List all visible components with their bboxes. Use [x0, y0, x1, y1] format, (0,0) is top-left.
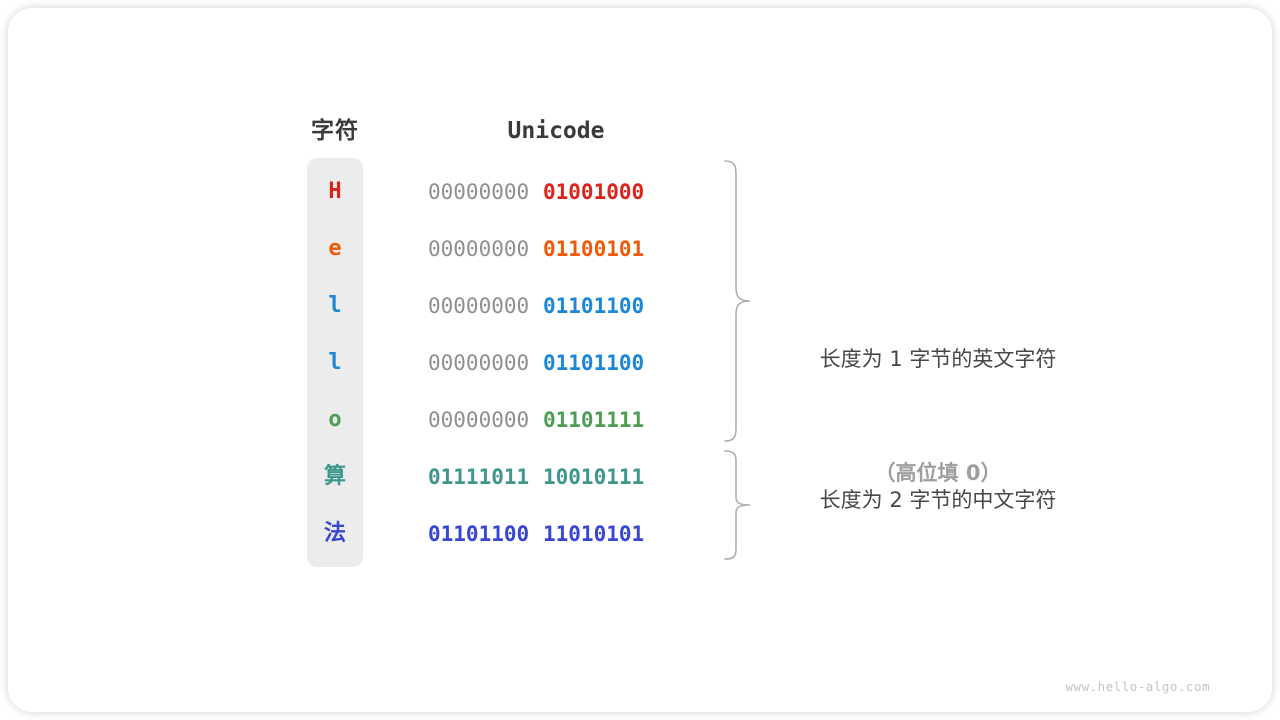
byte1-cell: 00000000: [428, 237, 530, 261]
byte1-cell: 00000000: [428, 180, 530, 204]
annotation-chinese: 长度为 2 字节的中文字符: [819, 488, 1057, 512]
byte2-cell: 01101111: [543, 408, 645, 432]
byte1-cell: 00000000: [428, 294, 530, 318]
table-row: l 00000000 01101100: [8, 291, 1272, 321]
table-row: 法 01101100 11010101: [8, 519, 1272, 549]
annotation-english: 长度为 1 字节的英文字符 （高位填 0）: [770, 264, 1106, 568]
table-row: l 00000000 01101100: [8, 348, 1272, 378]
brace-group-english: [724, 160, 751, 442]
table-row: o 00000000 01101111: [8, 405, 1272, 435]
char-column-background: [307, 158, 363, 567]
byte2-cell: 10010111: [543, 465, 645, 489]
char-cell: o: [328, 407, 342, 432]
byte2-cell: 01100101: [543, 237, 645, 261]
brace-group-chinese: [724, 450, 751, 560]
column-header-char: 字符: [311, 118, 359, 144]
table-row: H 00000000 01001000: [8, 177, 1272, 207]
char-cell: e: [328, 236, 342, 261]
byte2-cell: 01001000: [543, 180, 645, 204]
byte2-cell: 01101100: [543, 351, 645, 375]
byte2-cell: 01101100: [543, 294, 645, 318]
annotation-english-line1: 长度为 1 字节的英文字符: [819, 347, 1057, 371]
char-cell: l: [328, 350, 342, 375]
watermark: www.hello-algo.com: [1065, 679, 1210, 694]
byte1-cell: 01111011: [428, 465, 530, 489]
char-cell: 法: [323, 521, 346, 546]
column-header-unicode: Unicode: [507, 118, 605, 144]
annotation-english-line2: （高位填 0）: [874, 461, 1002, 485]
byte1-cell: 00000000: [428, 408, 530, 432]
byte1-cell: 00000000: [428, 351, 530, 375]
table-row: 算 01111011 10010111: [8, 462, 1272, 492]
char-cell: 算: [323, 464, 346, 489]
table-row: e 00000000 01100101: [8, 234, 1272, 264]
char-cell: l: [328, 293, 342, 318]
figure-card: 字符 Unicode H 00000000 01001000 e 00000000 011…: [8, 8, 1272, 712]
byte1-cell: 01101100: [428, 522, 530, 546]
byte2-cell: 11010101: [543, 522, 645, 546]
char-cell: H: [328, 179, 342, 204]
